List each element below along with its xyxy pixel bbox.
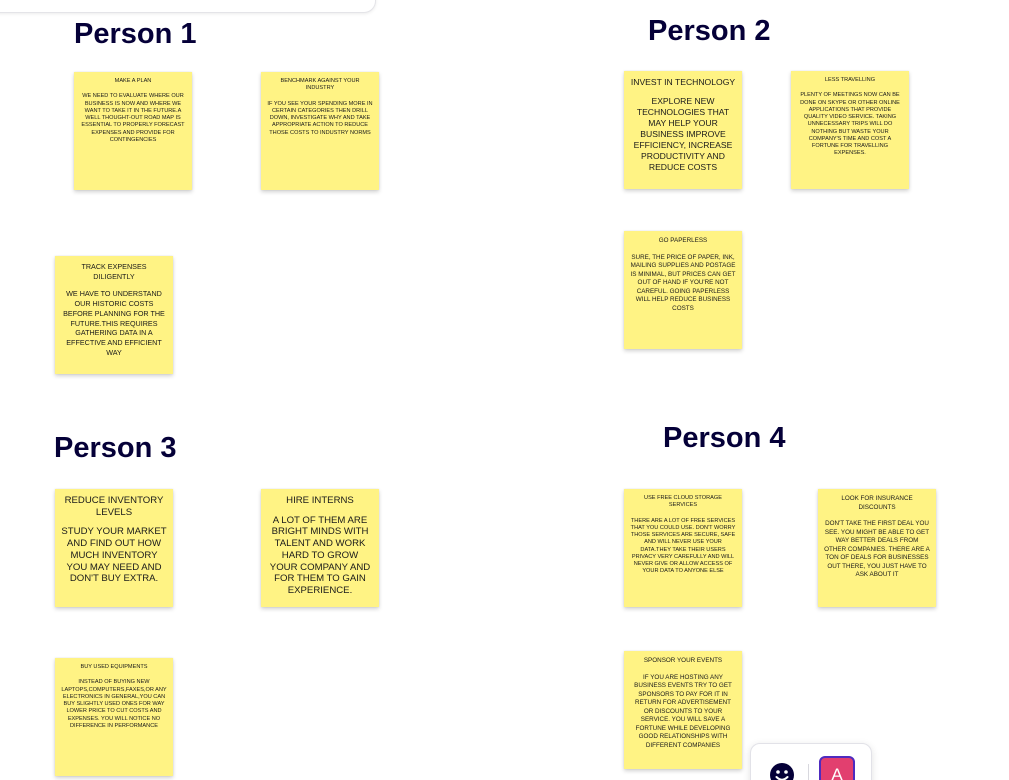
sticky-note-body: DON'T TAKE THE FIRST DEAL YOU SEE. YOU M… [824,520,930,578]
sticky-note-body: SURE, THE PRICE OF PAPER, INK, MAILING S… [630,253,736,312]
sticky-note-sponsor-events[interactable]: SPONSOR YOUR EVENTS IF YOU ARE HOSTING A… [624,651,742,769]
sticky-note-body: EXPLORE NEW TECHNOLOGIES THAT MAY HELP Y… [633,96,733,172]
sticky-note-body: THERE ARE A LOT OF FREE SERVICES THAT YO… [630,517,736,575]
sticky-note-make-a-plan[interactable]: MAKE A PLAN WE NEED TO EVALUATE WHERE OU… [74,72,192,190]
sticky-note-body: WE HAVE TO UNDERSTAND OUR HISTORIC COSTS… [63,289,165,357]
sticky-note-title: BENCHMARK AGAINST YOUR INDUSTRY [280,78,360,92]
sticky-note-less-travelling[interactable]: LESS TRAVELLING PLENTY OF MEETINGS NOW C… [791,71,909,189]
reaction-toolbar: A [750,743,872,780]
sticky-note-free-cloud-storage[interactable]: USE FREE CLOUD STORAGE SERVICES THERE AR… [624,489,742,607]
sticky-note-body: STUDY YOUR MARKET AND FIND OUT HOW MUCH … [61,526,167,585]
sticky-note-benchmark-industry[interactable]: BENCHMARK AGAINST YOUR INDUSTRY IF YOU S… [261,72,379,190]
sticky-note-track-expenses[interactable]: TRACK EXPENSES DILIGENTLY WE HAVE TO UND… [55,256,173,374]
sticky-note-body: IF YOU ARE HOSTING ANY BUSINESS EVENTS T… [634,673,732,749]
sticky-note-title: INVEST IN TECHNOLOGY [630,77,736,87]
sticky-note-insurance-discounts[interactable]: LOOK FOR INSURANCE DISCOUNTS DON'T TAKE … [818,489,936,607]
sticky-note-title: BUY USED EQUIPMENTS [80,664,148,670]
smiley-icon[interactable] [769,762,795,780]
sticky-note-title: USE FREE CLOUD STORAGE SERVICES [644,495,722,509]
sticky-note-reduce-inventory[interactable]: REDUCE INVENTORY LEVELS STUDY YOUR MARKE… [55,489,173,607]
sticky-note-title: SPONSOR YOUR EVENTS [643,657,723,664]
sticky-note-invest-technology[interactable]: INVEST IN TECHNOLOGY EXPLORE NEW TECHNOL… [624,71,742,189]
sticky-note-body: A LOT OF THEM ARE BRIGHT MINDS WITH TALE… [269,514,371,596]
group-title-person-2[interactable]: Person 2 [648,15,771,47]
sticky-note-title: HIRE INTERNS [286,495,354,506]
user-avatar[interactable]: A [819,756,855,780]
toolbar-divider [808,764,809,780]
group-title-person-3[interactable]: Person 3 [54,432,177,464]
sticky-note-title: GO PAPERLESS [658,237,708,244]
sticky-note-hire-interns[interactable]: HIRE INTERNS A LOT OF THEM ARE BRIGHT MI… [261,489,379,607]
sticky-note-body: INSTEAD OF BUYING NEW LAPTOPS,COMPUTERS,… [61,679,167,729]
sticky-note-body: WE NEED TO EVALUATE WHERE OUR BUSINESS I… [81,93,185,143]
sticky-note-body: PLENTY OF MEETINGS NOW CAN BE DONE ON SK… [800,92,900,157]
sticky-note-title: REDUCE INVENTORY LEVELS [64,495,164,518]
group-title-person-1[interactable]: Person 1 [74,18,197,50]
sticky-note-body: IF YOU SEE YOUR SPENDING MORE IN CERTAIN… [267,100,373,136]
group-title-person-4[interactable]: Person 4 [663,422,786,454]
sticky-note-title: LESS TRAVELLING [824,77,876,83]
sticky-note-go-paperless[interactable]: GO PAPERLESS SURE, THE PRICE OF PAPER, I… [624,231,742,349]
sticky-note-title: TRACK EXPENSES DILIGENTLY [81,262,147,281]
sticky-note-title: MAKE A PLAN [114,78,152,84]
top-toolbar-panel [0,0,376,13]
sticky-note-buy-used-equipments[interactable]: BUY USED EQUIPMENTS INSTEAD OF BUYING NE… [55,658,173,776]
sticky-note-title: LOOK FOR INSURANCE DISCOUNTS [841,495,913,511]
